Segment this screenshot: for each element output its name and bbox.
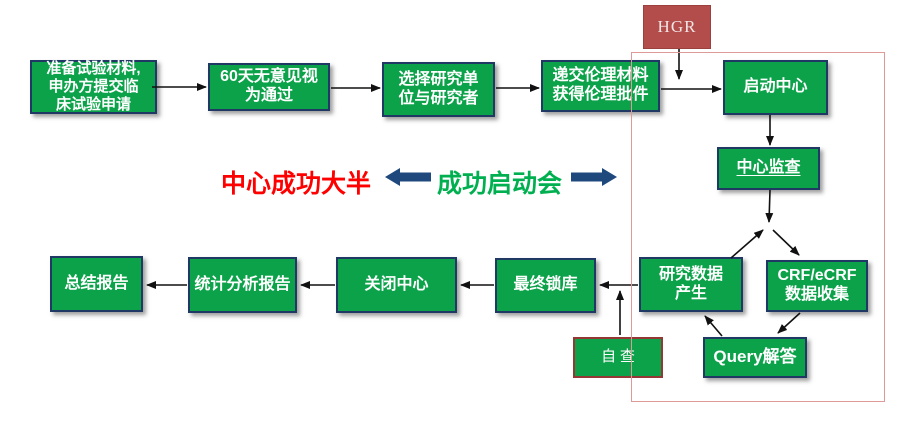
arrow-monitor-to-junction [765,189,774,223]
node-start-center-label: 启动中心 [743,78,808,96]
node-select-site-investigator: 选择研究单 位与研究者 [382,62,495,117]
node-prepare-materials-label: 准备试验材料, 申办方提交临 床试验申请 [46,60,141,113]
caption-kickoff-meeting: 成功启动会 [437,170,563,198]
arrow-query-to-datagen [704,315,723,337]
node-60days-no-objection: 60天无意见视 为通过 [208,63,330,111]
arrow-datagen-to-junction [730,229,764,259]
arrow-junction-to-crf [772,229,800,256]
node-start-center: 启动中心 [723,60,828,115]
node-center-monitor: 中心监查 [717,147,820,190]
node-final-database-lock: 最终锁库 [495,258,596,313]
node-hgr-label: HGR [657,16,697,36]
node-prepare-materials: 准备试验材料, 申办方提交临 床试验申请 [30,60,157,114]
node-statistical-analysis-report-label: 统计分析报告 [194,275,291,293]
node-study-data-generate: 研究数据 产生 [639,257,743,312]
node-select-site-investigator-label: 选择研究单 位与研究者 [398,70,479,107]
node-close-center: 关闭中心 [336,257,457,313]
node-hgr: HGR [643,5,711,49]
node-self-check-label: 自 查 [601,348,635,365]
node-final-database-lock-label: 最终锁库 [513,276,578,294]
node-ethics-submission-label: 递交伦理材料 获得伦理批件 [552,67,649,103]
node-self-check: 自 查 [573,337,663,378]
node-summary-report: 总结报告 [50,256,143,312]
node-60days-no-objection-label: 60天无意见视 为通过 [220,68,318,104]
node-crf-data-collect: CRF/eCRF 数据收集 [766,260,868,312]
caption-center-success: 中心成功大半 [221,170,372,198]
node-ethics-submission: 递交伦理材料 获得伦理批件 [541,60,660,112]
node-summary-report-label: 总结报告 [64,274,129,292]
arrow-crf-to-query [777,312,801,334]
node-query-answer-label: Query解答 [713,347,797,367]
blue-right-arrow-icon [571,168,617,186]
node-study-data-generate-label: 研究数据 产生 [658,265,723,302]
blue-left-arrow-icon [385,168,431,186]
node-query-answer: Query解答 [703,337,807,378]
node-statistical-analysis-report: 统计分析报告 [188,257,297,313]
node-crf-data-collect-label: CRF/eCRF 数据收集 [777,267,857,303]
node-center-monitor-label: 中心监查 [736,159,801,177]
node-close-center-label: 关闭中心 [364,275,429,293]
